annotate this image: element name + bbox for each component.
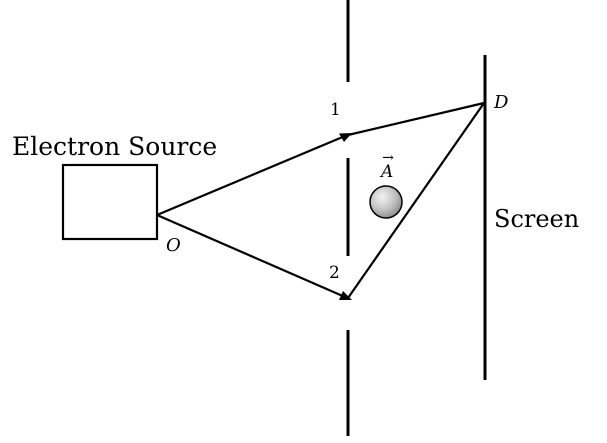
path-o-to-slit2 <box>156 213 346 299</box>
vector-arrow-glyph: → <box>382 150 394 166</box>
electron-source-box <box>61 163 159 241</box>
origin-label: O <box>166 235 181 256</box>
slit-2-label: 2 <box>329 263 340 283</box>
path-slit2-to-d <box>347 102 485 299</box>
slit-1-label: 1 <box>330 100 341 120</box>
vector-potential-label: A <box>379 162 393 182</box>
screen-label: Screen <box>494 205 579 233</box>
solenoid-sphere <box>369 185 403 219</box>
electron-source-label: Electron Source <box>12 132 217 161</box>
point-d-label: D <box>493 92 509 113</box>
path-slit1-to-d <box>347 101 485 137</box>
path-o-to-slit1 <box>156 134 346 217</box>
